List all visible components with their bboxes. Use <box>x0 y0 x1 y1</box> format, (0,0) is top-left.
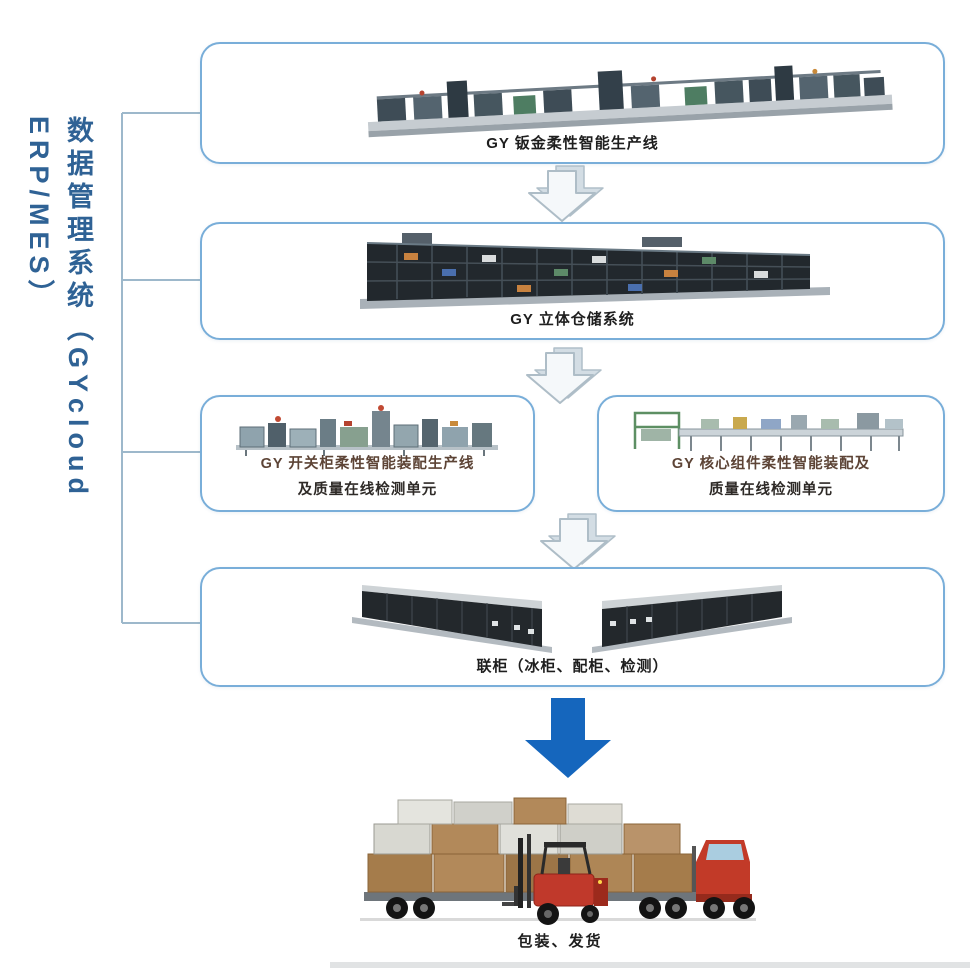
connector-bracket <box>121 112 202 624</box>
data-management-system-label: 数据管理系统（GYcloud ERP/MES） <box>24 116 93 501</box>
shipping-truck-photo <box>360 797 756 925</box>
core-components-photo <box>633 411 904 451</box>
core-components-label-line1: GY 核心组件柔性智能装配及 <box>671 456 871 473</box>
combined-cabinets-label: 联柜（冰柜、配柜、检测） <box>476 658 669 675</box>
switchgear-assembly-label-line1: GY 开关柜柔性智能装配生产线 <box>260 456 475 473</box>
combined-cabinets-box: 联柜（冰柜、配柜、检测） <box>200 567 945 687</box>
forklift-icon <box>502 834 608 925</box>
warehouse-system-photo <box>360 233 830 309</box>
down-arrow-icon <box>526 347 602 404</box>
switchgear-assembly-photo <box>236 405 498 456</box>
switchgear-assembly-box: GY 开关柜柔性智能装配生产线 及质量在线检测单元 <box>200 395 535 512</box>
switchgear-assembly-label-line2: 及质量在线检测单元 <box>297 481 438 498</box>
warehouse-system-label: GY 立体仓储系统 <box>510 311 635 328</box>
down-arrow-icon <box>528 165 604 222</box>
sheet-metal-line-box: GY 钣金柔性智能生产线 <box>200 42 945 164</box>
packing-shipping-label: 包装、发货 <box>517 933 603 950</box>
core-components-box: GY 核心组件柔性智能装配及 质量在线检测单元 <box>597 395 945 512</box>
core-components-label: GY 核心组件柔性智能装配及 质量在线检测单元 <box>599 452 943 503</box>
scan-artifact <box>330 962 970 968</box>
warehouse-system-box: GY 立体仓储系统 <box>200 222 945 340</box>
sheet-metal-line-photo <box>367 65 893 138</box>
combined-cabinets-photo <box>352 585 792 653</box>
sheet-metal-line-label: GY 钣金柔性智能生产线 <box>486 135 659 152</box>
down-arrow-solid-icon <box>525 698 611 778</box>
down-arrow-icon <box>540 513 616 570</box>
switchgear-assembly-label: GY 开关柜柔性智能装配生产线 及质量在线检测单元 <box>202 452 533 503</box>
core-components-label-line2: 质量在线检测单元 <box>709 481 833 498</box>
